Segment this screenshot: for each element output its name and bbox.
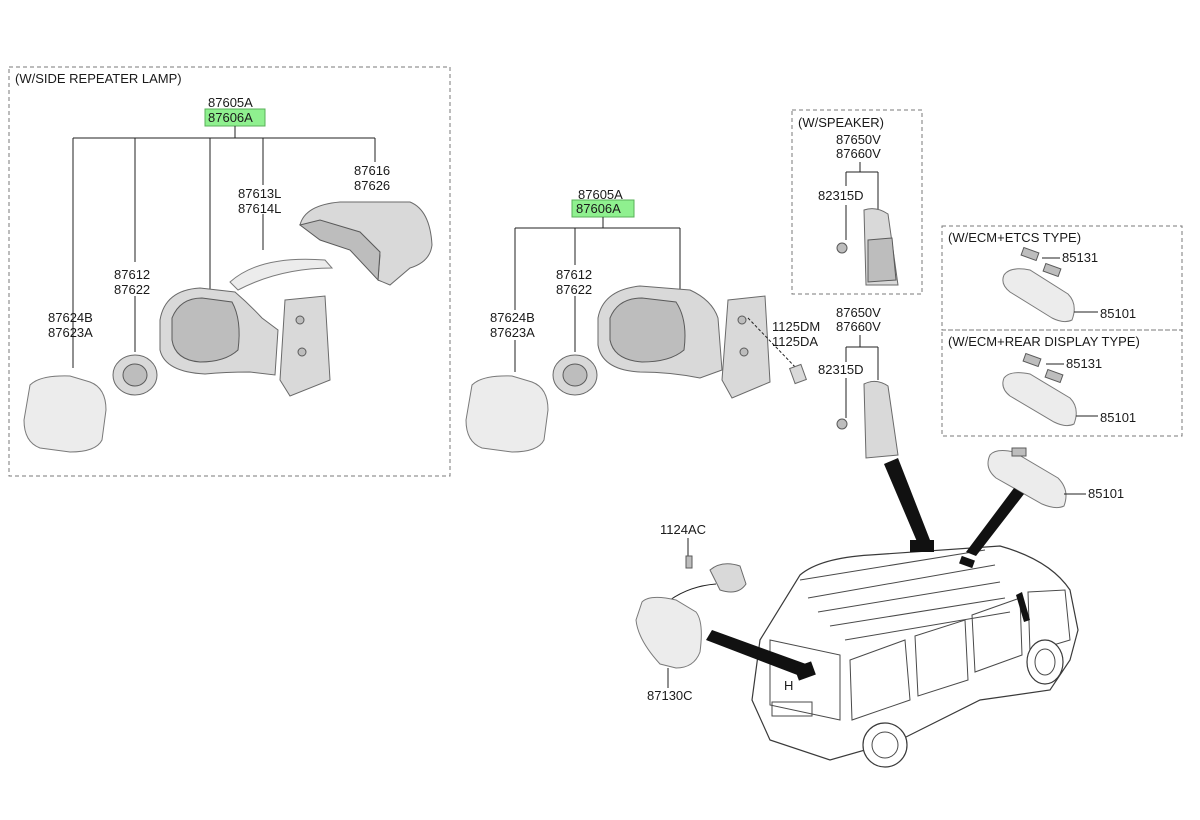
part-82315d-cover[interactable]: 82315D	[818, 362, 864, 377]
speaker-label: (W/SPEAKER)	[798, 115, 884, 130]
mirror-housing-left	[159, 287, 279, 376]
mirror-cover-left	[298, 201, 433, 286]
repeater-lamp-left	[229, 258, 334, 291]
part-87613l[interactable]: 87613L	[238, 186, 281, 201]
part-85101-rear[interactable]: 85101	[1100, 410, 1136, 425]
rear-under-mirror	[635, 563, 747, 669]
van-illustration: H	[751, 545, 1079, 768]
license-plate	[771, 701, 813, 717]
van-badge: H	[784, 678, 793, 693]
actuator-mid	[552, 354, 598, 396]
wedge-inside-end	[959, 555, 975, 569]
inside-mirror-mount	[1011, 447, 1027, 457]
part-87606a-mid[interactable]: 87606A	[576, 201, 621, 216]
mirror-base-mid	[721, 295, 771, 399]
part-87622-left[interactable]: 87622	[114, 282, 150, 297]
cover-clip	[836, 418, 848, 430]
part-87660v-cover[interactable]: 87660V	[836, 319, 881, 334]
cap-rear-2	[1044, 368, 1064, 384]
part-87660v-speaker[interactable]: 87660V	[836, 146, 881, 161]
part-1124ac[interactable]: 1124AC	[660, 522, 706, 537]
cap-rear	[1022, 352, 1042, 368]
wedge-cover	[884, 458, 930, 544]
part-87612-left[interactable]: 87612	[114, 267, 150, 282]
wedge-rear-end	[794, 661, 816, 681]
part-87612-mid[interactable]: 87612	[556, 267, 592, 282]
rear-wheel	[862, 722, 908, 768]
part-85131-etcs[interactable]: 85131	[1062, 250, 1098, 265]
ecm-rear-label: (W/ECM+REAR DISPLAY TYPE)	[948, 334, 1140, 349]
screw-leader	[747, 317, 799, 371]
part-87650v-speaker[interactable]: 87650V	[836, 132, 881, 147]
front-wheel	[1026, 639, 1064, 685]
mirror-base-left	[279, 295, 331, 397]
leader-tree-left	[72, 126, 376, 368]
part-87130c[interactable]: 87130C	[647, 688, 693, 703]
inside-mirror-etcs	[1002, 268, 1075, 323]
part-87605a-mid[interactable]: 87605A	[578, 187, 623, 202]
leader-cover	[845, 335, 879, 380]
part-87650v-cover[interactable]: 87650V	[836, 305, 881, 320]
part-1125dm[interactable]: 1125DM	[772, 319, 820, 334]
part-85101-standalone[interactable]: 85101	[1088, 486, 1124, 501]
part-82315d-speaker[interactable]: 82315D	[818, 188, 864, 203]
speaker-clip	[836, 242, 848, 254]
part-87605a-left[interactable]: 87605A	[208, 95, 253, 110]
mirror-housing-mid	[597, 285, 723, 379]
part-87622-mid[interactable]: 87622	[556, 282, 592, 297]
inside-mirror-rear	[1002, 372, 1077, 427]
wedge-cover-end	[910, 540, 934, 552]
wedge-rear-mirror	[706, 630, 806, 676]
side-repeater-label: (W/SIDE REPEATER LAMP)	[15, 71, 182, 86]
part-1125da[interactable]: 1125DA	[772, 334, 818, 349]
wedge-side-mirror	[1016, 592, 1030, 622]
ecm-etcs-label: (W/ECM+ETCS TYPE)	[948, 230, 1081, 245]
leader-sub-left	[134, 214, 264, 352]
inside-mirror-standalone	[987, 450, 1067, 509]
part-85101-etcs[interactable]: 85101	[1100, 306, 1136, 321]
part-87623a-mid[interactable]: 87623A	[490, 325, 535, 340]
part-87624b-mid[interactable]: 87624B	[490, 310, 535, 325]
speaker-box	[791, 109, 923, 295]
cap-etcs-2	[1042, 262, 1062, 278]
mirror-glass-mid	[465, 375, 549, 453]
cover-part	[863, 380, 899, 459]
leader-tree-mid	[514, 217, 681, 310]
actuator-left	[112, 354, 158, 396]
wedge-inside-mirror	[966, 488, 1024, 556]
cap-etcs	[1020, 246, 1040, 262]
part-87624b-left[interactable]: 87624B	[48, 310, 93, 325]
part-85131-rear[interactable]: 85131	[1066, 356, 1102, 371]
bolt-1124ac	[685, 555, 693, 569]
mirror-glass-left	[23, 375, 107, 453]
leader-sub-mid	[514, 296, 576, 372]
part-87623a-left[interactable]: 87623A	[48, 325, 93, 340]
part-87616[interactable]: 87616	[354, 163, 390, 178]
side-repeater-box	[8, 66, 451, 477]
part-87614l[interactable]: 87614L	[238, 201, 281, 216]
screw-mid	[788, 363, 808, 385]
leader-speaker	[845, 162, 879, 210]
ecm-rear-box	[941, 329, 1183, 437]
part-87606a-left[interactable]: 87606A	[208, 110, 253, 125]
speaker-cover-grille	[867, 237, 897, 283]
part-87626[interactable]: 87626	[354, 178, 390, 193]
